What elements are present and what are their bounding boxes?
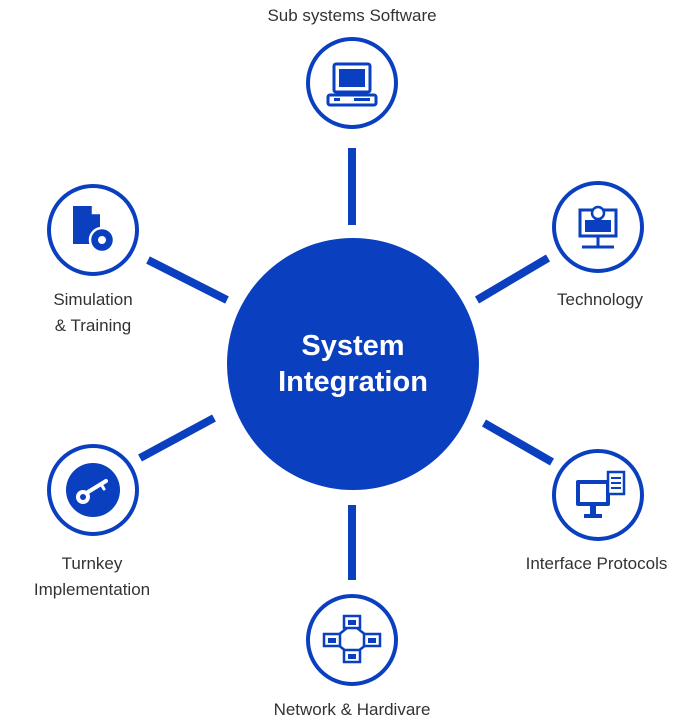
connector-turnkey bbox=[138, 414, 216, 462]
label-simulation: Simulation & Training bbox=[53, 290, 133, 335]
monitor-document-icon bbox=[576, 470, 626, 518]
connector-simulation bbox=[146, 256, 229, 304]
key-icon bbox=[66, 463, 120, 517]
label-network: Network & Hardivare bbox=[273, 700, 431, 719]
center-hub bbox=[227, 238, 479, 490]
node-subsystems bbox=[306, 37, 398, 129]
connectors bbox=[138, 148, 554, 580]
computer-terminal-icon bbox=[326, 62, 378, 107]
center-title: System Integration bbox=[278, 330, 428, 398]
network-nodes-icon bbox=[322, 614, 382, 664]
connector-interface bbox=[482, 419, 554, 466]
label-interface: Interface Protocols bbox=[525, 554, 668, 573]
node-interface bbox=[552, 449, 644, 541]
node-network bbox=[306, 594, 398, 686]
node-technology bbox=[552, 181, 644, 273]
label-technology: Technology bbox=[556, 290, 643, 309]
node-turnkey bbox=[47, 444, 139, 536]
document-disc-icon bbox=[73, 206, 116, 254]
label-turnkey: Turnkey Implementation bbox=[33, 554, 151, 599]
node-network-ring bbox=[306, 594, 398, 686]
connector-technology bbox=[474, 254, 551, 304]
presenter-screen-icon bbox=[578, 205, 618, 249]
node-simulation bbox=[47, 184, 139, 276]
label-subsystems: Sub systems Software bbox=[267, 6, 437, 25]
